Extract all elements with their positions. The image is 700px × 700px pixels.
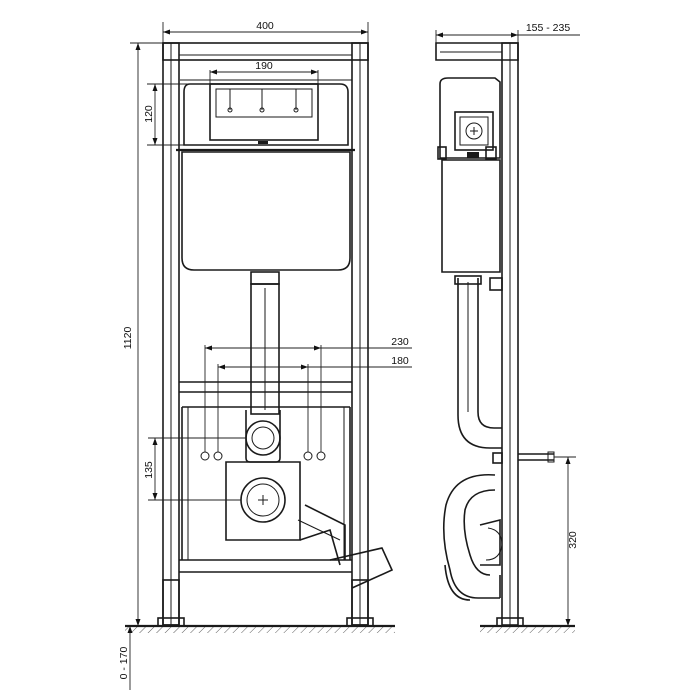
dim-frame-width-label: 400 [256, 20, 274, 32]
front-view: 400 190 120 1120 [118, 20, 412, 690]
side-bolt-rod [492, 451, 555, 464]
dim-frame-height: 1120 [122, 42, 163, 626]
dim-leg-adjust-label: 0 - 170 [118, 647, 130, 680]
dim-outer-bolts: 230 [204, 336, 412, 452]
side-waste-bend [442, 473, 503, 601]
flush-pipe [250, 271, 280, 415]
flush-plate-opening [209, 83, 319, 144]
dim-inner-bolts: 180 [217, 355, 412, 452]
waste-outlet [225, 461, 301, 541]
base-brace [297, 504, 394, 589]
side-view: 155 - 235 320 [435, 22, 580, 633]
dim-depth-label: 155 - 235 [526, 22, 571, 34]
cistern-body [176, 148, 355, 271]
dim-outlet-spacing: 135 [143, 437, 246, 501]
frame-lower [179, 381, 352, 573]
dim-outer-bolts-label: 230 [391, 336, 409, 348]
dim-plate-width-label: 190 [255, 60, 273, 72]
dim-depth: 155 - 235 [435, 22, 580, 43]
front-floor [125, 624, 395, 633]
side-connector [489, 277, 503, 291]
side-cistern-top [437, 77, 501, 160]
dim-plate-height: 120 [143, 83, 210, 146]
dim-bolt-height: 320 [554, 456, 579, 626]
side-top-bracket [435, 42, 519, 61]
flush-outlet [245, 410, 281, 463]
dim-plate-height-label: 120 [143, 105, 155, 123]
cistern-top [180, 79, 352, 146]
dim-leg-adjust: 0 - 170 [118, 626, 133, 690]
frame-top-rail [162, 42, 369, 61]
dim-outlet-spacing-label: 135 [143, 461, 155, 479]
dim-frame-height-label: 1120 [122, 327, 134, 350]
dim-plate-width: 190 [209, 60, 319, 84]
frame-feet [157, 579, 374, 627]
dim-frame-width: 400 [162, 20, 369, 43]
mounting-bolts [200, 451, 326, 461]
side-floor [480, 624, 575, 633]
dim-inner-bolts-label: 180 [391, 355, 409, 367]
dim-bolt-height-label: 320 [567, 531, 579, 549]
side-flush-pipe [454, 275, 502, 449]
side-cistern-body [441, 159, 501, 273]
